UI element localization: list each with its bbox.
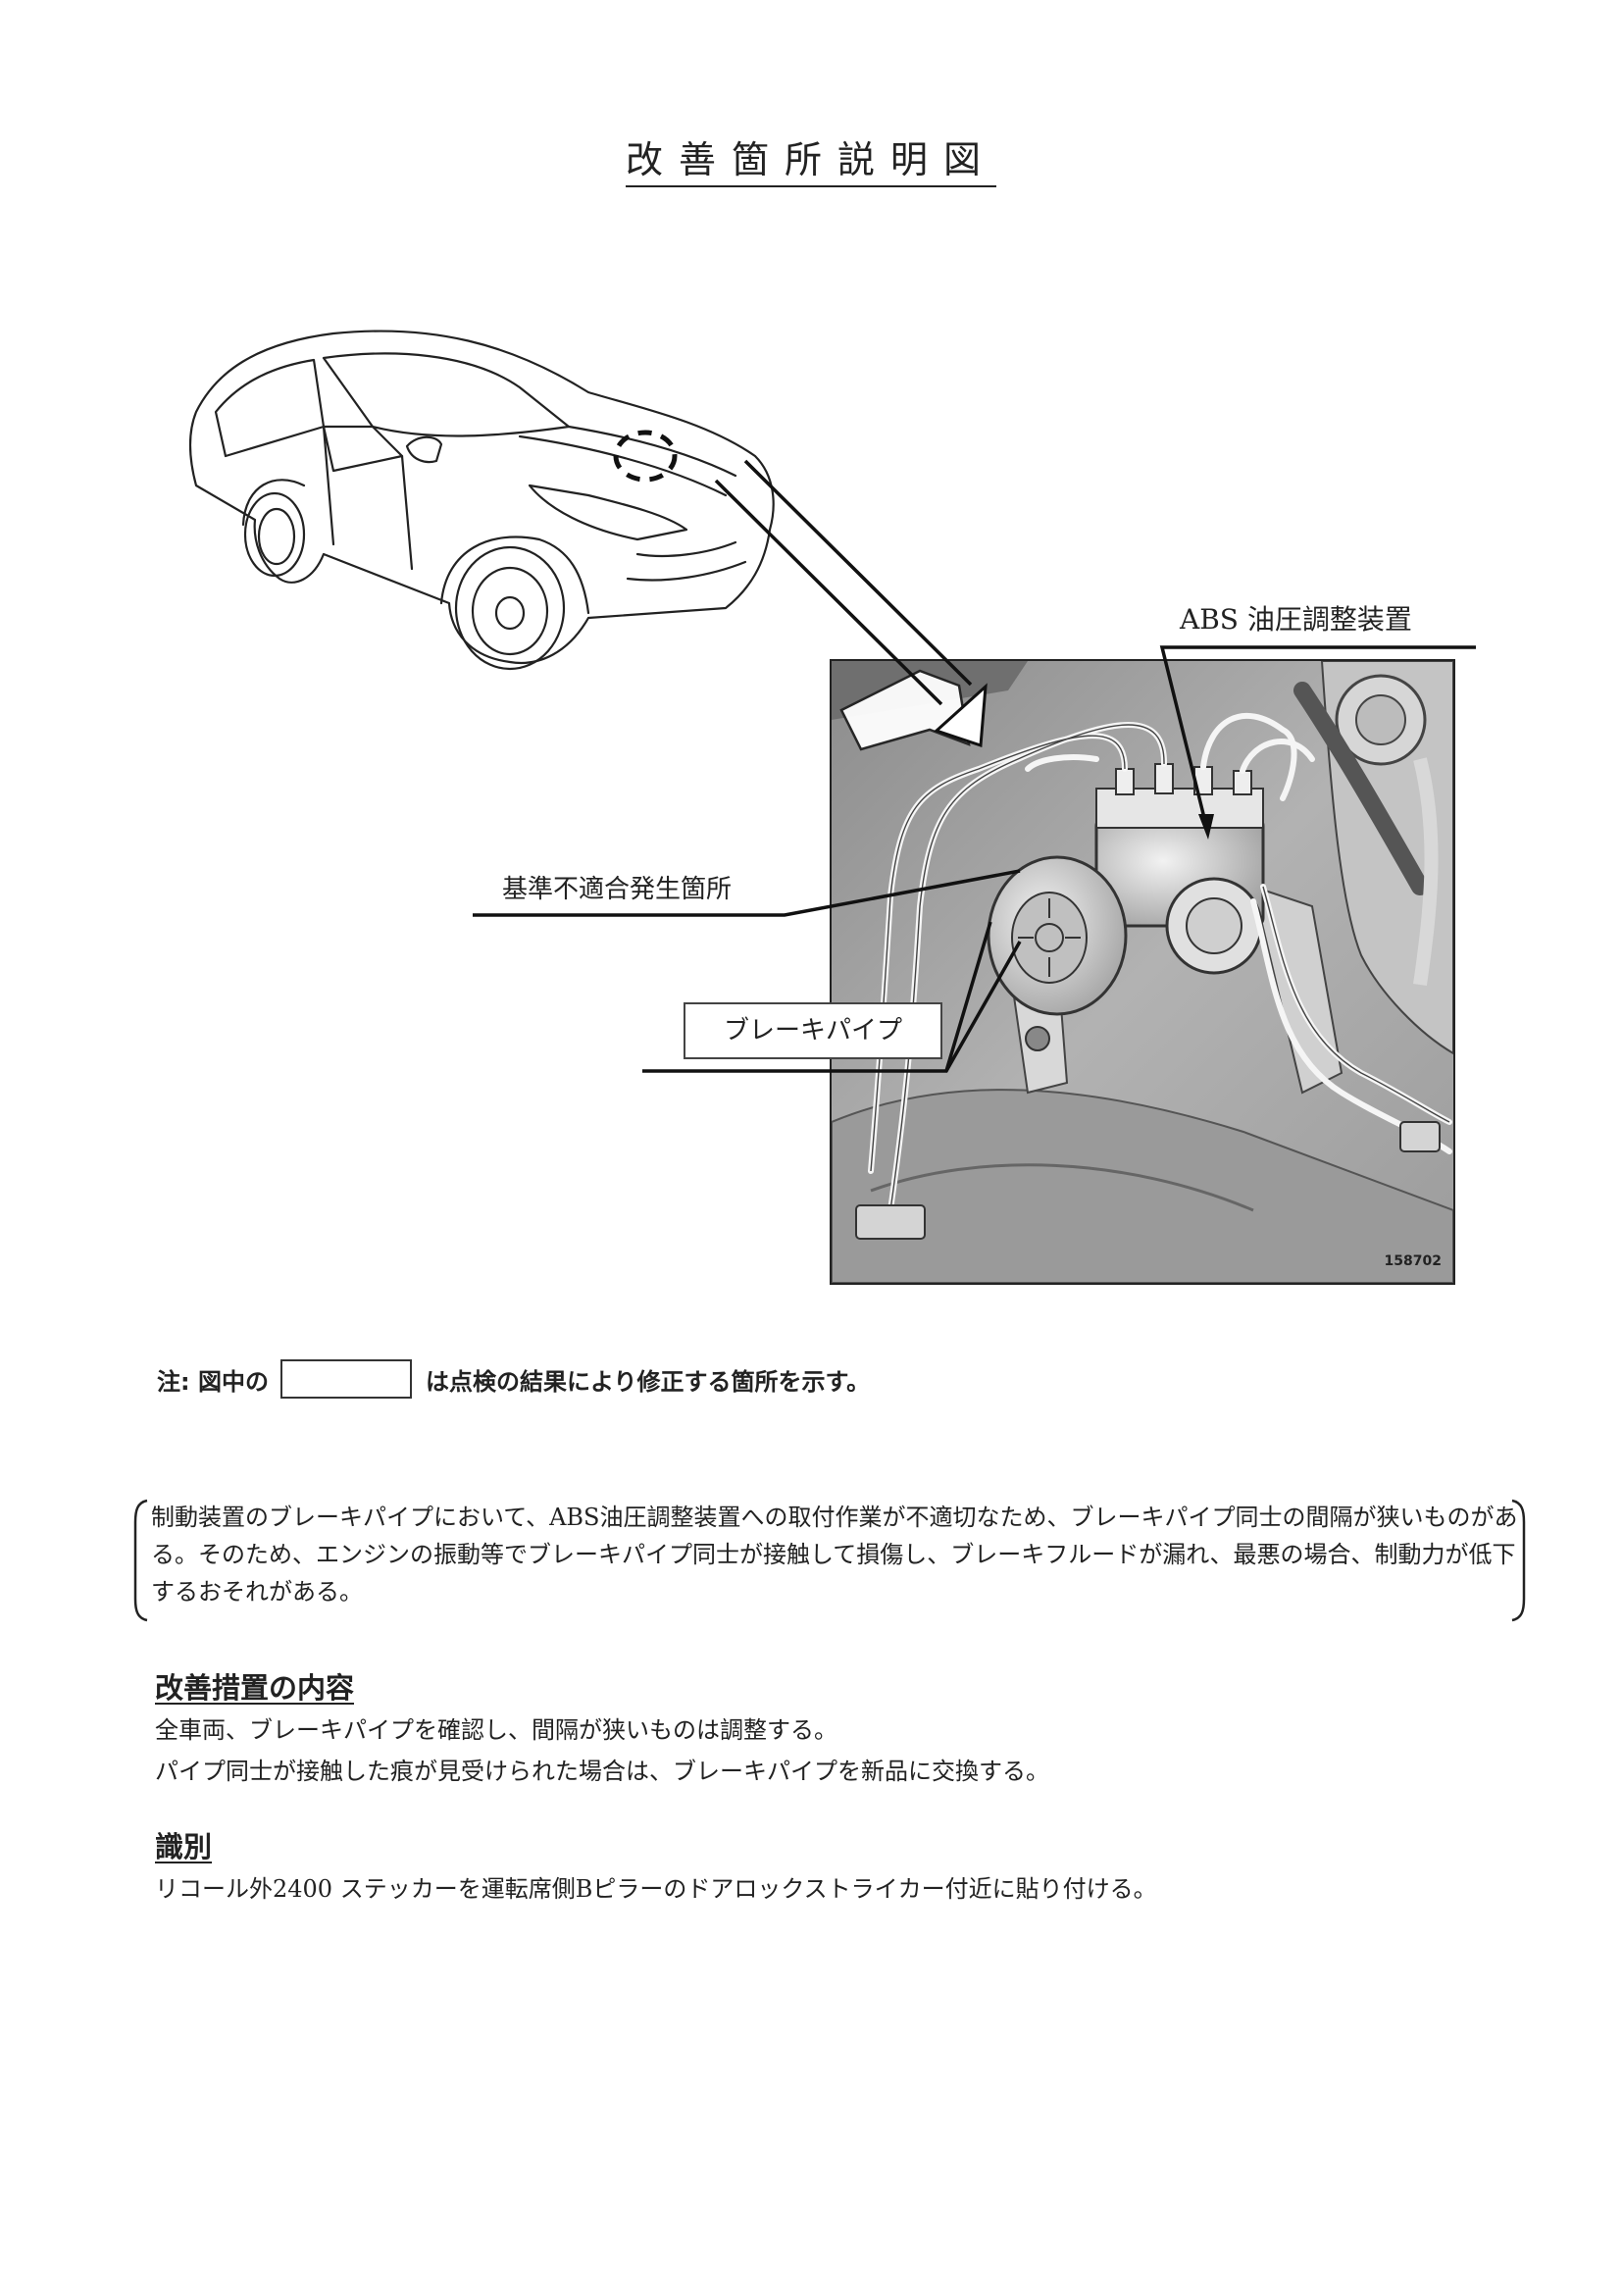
page-title: 改善箇所説明図 (0, 129, 1622, 187)
summary-bracket (133, 1499, 1526, 1622)
pointer-arrow-head (934, 683, 988, 748)
defect-summary: 制動装置のブレーキパイプにおいて、ABS油圧調整装置への取付作業が不適切なため、… (151, 1504, 1518, 1606)
measures-line: 全車両、ブレーキパイプを確認し、間隔が狭いものは調整する。 (155, 1716, 837, 1744)
callout-abs-unit: ABS 油圧調整装置 (1180, 603, 1412, 636)
measures-title: 改善措置の内容 (155, 1671, 355, 1705)
pointer-arrow-shaft (714, 479, 943, 706)
note-suffix: は点検の結果により修正する箇所を示す。 (425, 1367, 871, 1396)
note-marker-box (279, 1359, 412, 1399)
identification-title: 識別 (155, 1830, 213, 1863)
abs-unit-photo: 158702 (830, 659, 1455, 1285)
car-illustration (188, 330, 775, 671)
figure-note: 注: 図中の は点検の結果により修正する箇所を示す。 (157, 1359, 870, 1399)
measures-line: パイプ同士が接触した痕が見受けられた場合は、ブレーキパイプを新品に交換する。 (155, 1758, 1049, 1785)
callout-brake-pipe: ブレーキパイプ (684, 1002, 942, 1059)
callout-defect-location: 基準不適合発生箇所 (502, 875, 733, 904)
identification-line: リコール外2400 ステッカーを運転席側Bピラーのドアロックストライカー付近に貼… (155, 1875, 1157, 1903)
photo-id: 158702 (1384, 1253, 1442, 1269)
callout-lines (473, 459, 1476, 1073)
engine-bay-drawing (832, 661, 1453, 1283)
note-prefix: 注: 図中の (157, 1367, 269, 1396)
